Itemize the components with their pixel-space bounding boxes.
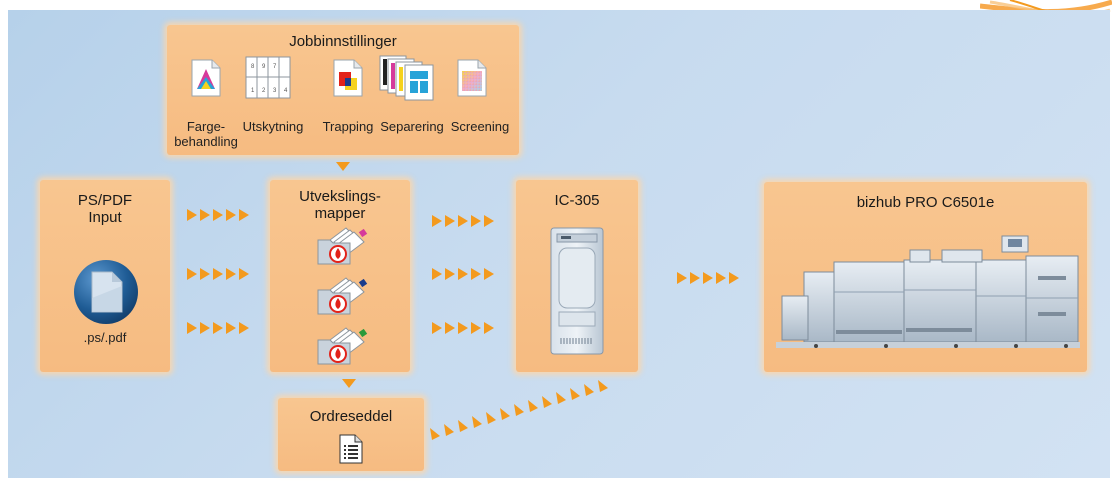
job-setting-label-color: Farge- behandling: [174, 119, 238, 149]
svg-text:2: 2: [262, 88, 266, 94]
svg-text:3: 3: [273, 88, 277, 94]
job-setting-label-separation: Separering: [380, 119, 444, 134]
printer-box: bizhub PRO C6501e: [764, 182, 1087, 372]
job-setting-label-imposition: Utskytning: [242, 119, 304, 134]
svg-text:7: 7: [273, 64, 277, 70]
job-settings-box: Jobbinnstillinger Farge- behandling 8 9 …: [167, 25, 519, 155]
imposition-icon: 8 9 7 1 2 3 4: [245, 56, 293, 105]
svg-text:1: 1: [251, 88, 255, 94]
printer-title: bizhub PRO C6501e: [856, 194, 995, 211]
arrow-input-to-folders-3: [187, 322, 249, 334]
hot-folder-icon-3: [316, 326, 372, 371]
hot-folders-title: Utvekslings- mapper: [299, 188, 381, 222]
arrow-input-to-folders-1: [187, 209, 249, 221]
hot-folders-box: Utvekslings- mapper: [270, 180, 410, 372]
hot-folder-icon-1: [316, 226, 372, 271]
globe-document-icon: [72, 258, 140, 331]
controller-box: IC-305: [516, 180, 638, 372]
separation-icon: [379, 55, 437, 106]
arrow-controller-to-printer: [677, 272, 739, 284]
down-arrow-job-ticket: [342, 379, 356, 388]
job-ticket-box: Ordreseddel: [278, 398, 424, 471]
svg-text:9: 9: [262, 64, 266, 70]
file-type-label: .ps/.pdf: [83, 330, 127, 345]
job-settings-title: Jobbinnstillinger: [289, 33, 397, 50]
svg-text:4: 4: [284, 88, 288, 94]
ps-pdf-input-box: PS/PDF Input .ps/.pdf: [40, 180, 170, 372]
job-ticket-title: Ordreseddel: [309, 408, 393, 425]
arrow-folders-to-controller-1: [432, 215, 494, 227]
hot-folder-icon-2: [316, 276, 372, 321]
arrow-job-ticket-to-controller: [428, 378, 610, 445]
arrow-input-to-folders-2: [187, 268, 249, 280]
color-management-icon: [191, 59, 221, 102]
trapping-icon: [333, 59, 363, 102]
svg-text:8: 8: [251, 64, 255, 70]
job-setting-label-trapping: Trapping: [322, 119, 374, 134]
arrow-folders-to-controller-2: [432, 268, 494, 280]
down-arrow-job-settings: [336, 162, 350, 171]
controller-title: IC-305: [554, 192, 600, 209]
job-setting-label-screening: Screening: [450, 119, 510, 134]
controller-tower-icon: [549, 226, 605, 361]
production-printer-icon: [776, 232, 1080, 367]
screening-icon: [457, 59, 487, 102]
job-ticket-document-icon: [339, 434, 363, 469]
input-title: PS/PDF Input: [77, 192, 133, 226]
arrow-folders-to-controller-3: [432, 322, 494, 334]
